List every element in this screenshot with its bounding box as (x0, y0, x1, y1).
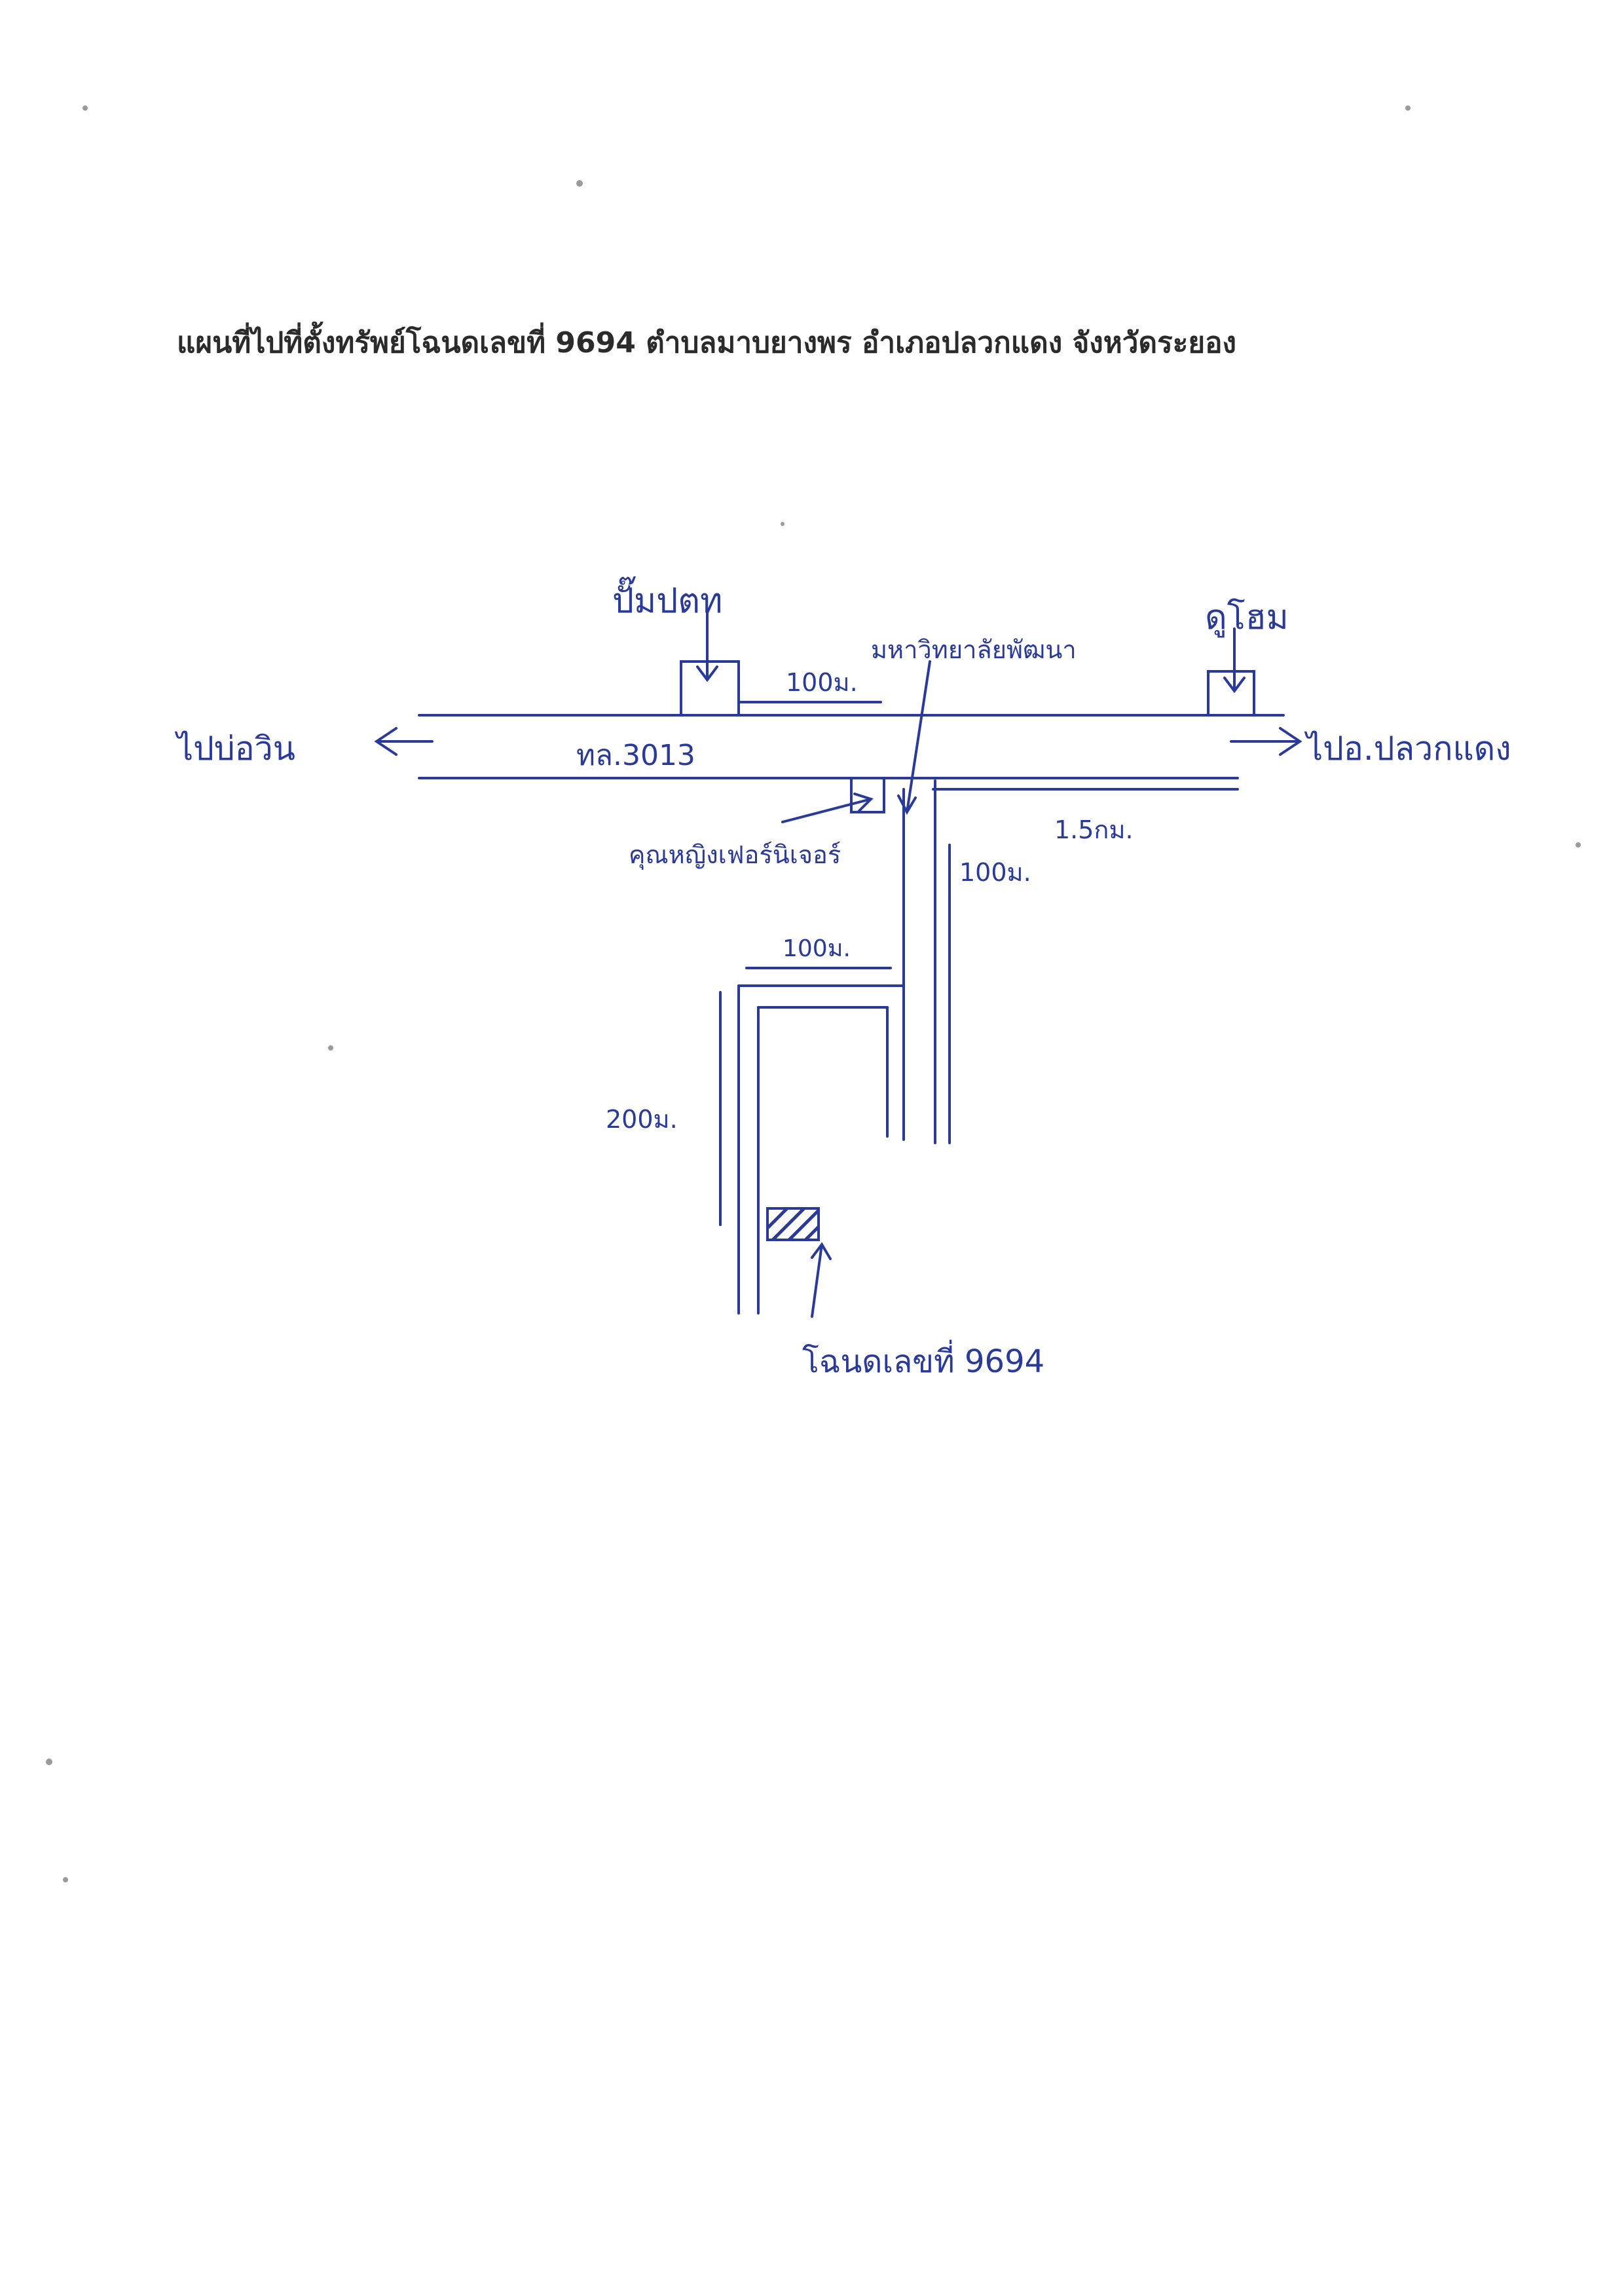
landmark-ptt-arrow-icon (696, 608, 718, 682)
landmark-furniture-label: คุณหญิงเฟอร์นิเจอร์ (629, 840, 841, 870)
dimension-branch-label: 100ม. (783, 935, 851, 962)
road-label: ทล.3013 (576, 739, 695, 772)
landmark-furniture-box (850, 777, 885, 813)
deed-plot-marker (766, 1207, 820, 1241)
deed-label: โฉนดเลขที่ 9694 (802, 1339, 1044, 1380)
arrow-left-icon (374, 727, 434, 756)
landmark-school-label: มหาวิทยาลัยพัฒนา (871, 635, 1077, 664)
dimension-right-label: 1.5กม. (1054, 815, 1134, 844)
landmark-dohome-label: ดูโฮม (1205, 598, 1289, 638)
landmark-school-pointer-icon (897, 660, 931, 815)
scan-specks (46, 105, 1581, 1882)
dimension-side-label: 100ม. (959, 858, 1031, 887)
landmark-dohome-box (1207, 670, 1255, 717)
dimension-long-label: 200ม. (606, 1105, 678, 1134)
landmark-ptt-label: ปั๊มปตท (612, 576, 722, 621)
dimension-top-label: 100ม. (786, 668, 858, 697)
left-destination-label: ไปบ่อวิน (174, 730, 295, 768)
deed-pointer-icon (811, 1242, 832, 1318)
landmark-dohome-arrow-icon (1223, 627, 1246, 694)
arrow-right-icon (1230, 727, 1302, 756)
landmark-furniture-pointer-icon (781, 793, 874, 823)
landmark-ptt-box (680, 660, 740, 717)
right-destination-label: ไปอ.ปลวกแดง (1304, 730, 1511, 768)
page-title: แผนที่ไปที่ตั้งทรัพย์โฉนดเลขที่ 9694 ตำบ… (177, 326, 1237, 360)
